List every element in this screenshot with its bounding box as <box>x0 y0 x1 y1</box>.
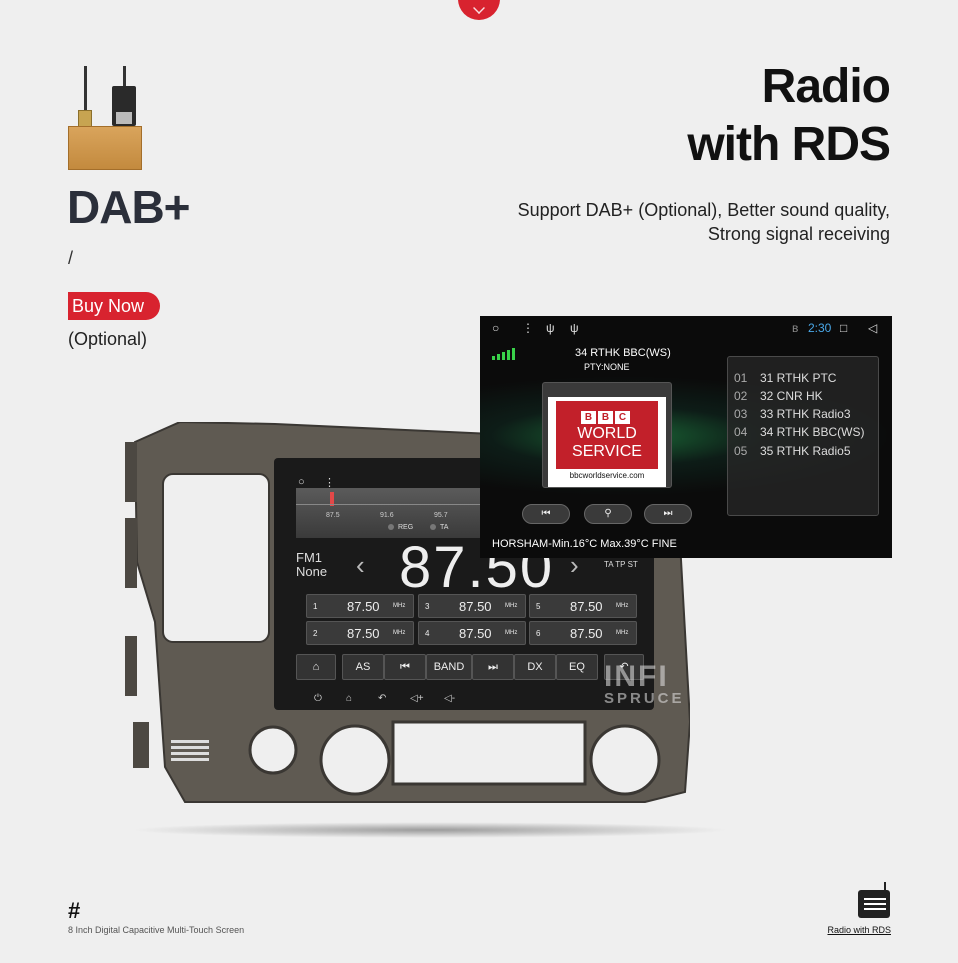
feature-desc-line1: Support DAB+ (Optional), Better sound qu… <box>517 200 890 220</box>
dx-button[interactable]: DX <box>514 654 556 680</box>
head-unit-screen: ○ ⋮ 87.5 91.6 95.7 REG TA FM1 None ‹ 87.… <box>274 458 654 710</box>
feature-title-line2: with RDS <box>687 118 891 171</box>
control-bar: ⌂ AS ⏮ BAND ⏭ DX EQ ↶ <box>296 654 646 680</box>
rds-radio-panel: ○ ⋮ ψ ψ ʙ 2:30 □ ◁ 34 RTHK BBC(WS) PTY:N… <box>480 316 892 558</box>
optional-label: (Optional) <box>68 329 148 349</box>
menu-dots-icon: ⋮ <box>324 477 335 489</box>
back-button[interactable]: ↶ <box>604 654 644 680</box>
dab-title: DAB+ <box>67 181 191 233</box>
tuner-tick: 91.6 <box>380 512 394 519</box>
screen-nav-bar: ⏻ ⌂ ↶ ◁+ ◁- <box>274 690 654 710</box>
recent-apps-icon[interactable]: □ <box>840 321 848 335</box>
usb-icon: ψ <box>546 321 555 335</box>
volume-down-icon[interactable]: ◁- <box>444 693 456 704</box>
rds-prev-button[interactable]: ⏮ <box>522 504 570 524</box>
ta-option[interactable]: TA <box>430 524 448 531</box>
feature-title: Radio with RDS <box>687 58 891 174</box>
menu-dots-icon: ⋮ <box>522 321 534 335</box>
pty-label: PTY:NONE <box>584 362 630 372</box>
rds-search-button[interactable]: ⚲ <box>584 504 632 524</box>
home-icon[interactable]: ⌂ <box>346 693 353 704</box>
band-label: FM1 <box>296 550 322 565</box>
home-button[interactable]: ⌂ <box>296 654 336 680</box>
brand-watermark: INFI SPRUCE <box>604 660 685 707</box>
usb-icon: ψ <box>570 321 579 335</box>
screen-status-bar: ○ ⋮ <box>274 458 654 489</box>
floor-shadow <box>130 822 730 838</box>
signal-strength-icon <box>492 348 516 360</box>
eq-button[interactable]: EQ <box>556 654 598 680</box>
feature-desc-line2: Strong signal receiving <box>707 224 890 244</box>
dab-module-image <box>68 66 142 172</box>
circle-icon: ○ <box>298 476 305 488</box>
rds-status-bar: ○ ⋮ ψ ψ ʙ 2:30 □ ◁ <box>480 316 892 342</box>
power-icon[interactable]: ⏻ <box>314 693 322 704</box>
separator-text: / <box>68 248 74 268</box>
rds-flags: TA TP ST <box>604 560 638 569</box>
as-button[interactable]: AS <box>342 654 384 680</box>
feature-title-line1: Radio <box>761 60 891 113</box>
tuner-tick: 87.5 <box>326 512 340 519</box>
tune-down-arrow-icon[interactable]: ‹ <box>356 550 365 580</box>
hash-mark: # <box>68 898 81 923</box>
circle-icon: ○ <box>492 321 500 335</box>
reg-option[interactable]: REG <box>388 524 413 531</box>
prev-button[interactable]: ⏮ <box>384 654 426 680</box>
screen-caption: 8 Inch Digital Capacitive Multi-Touch Sc… <box>68 925 245 935</box>
chevron-down-icon <box>473 2 485 14</box>
next-button[interactable]: ⏭ <box>472 654 514 680</box>
status-clock: 2:30 <box>808 321 832 335</box>
logo-url: bbcworldservice.com <box>569 471 645 480</box>
tuner-needle[interactable] <box>330 492 334 506</box>
bluetooth-icon: ʙ <box>792 321 799 335</box>
buy-now-button[interactable]: Buy Now <box>68 292 160 320</box>
tune-up-arrow-icon[interactable]: › <box>570 550 579 580</box>
band-button[interactable]: BAND <box>426 654 472 680</box>
top-badge[interactable] <box>458 0 500 20</box>
feature-description: Support DAB+ (Optional), Better sound qu… <box>518 198 890 246</box>
back-icon[interactable]: ↶ <box>378 693 387 704</box>
station-name: 34 RTHK BBC(WS) <box>575 347 671 359</box>
radio-icon[interactable] <box>857 882 891 920</box>
tuner-tick: 95.7 <box>434 512 448 519</box>
back-triangle-icon[interactable]: ◁ <box>868 321 878 335</box>
volume-up-icon[interactable]: ◁+ <box>410 693 424 704</box>
radio-with-rds-link[interactable]: Radio with RDS <box>827 925 891 935</box>
band-indicator: FM1 None <box>296 551 327 579</box>
rds-next-button[interactable]: ⏭ <box>644 504 692 524</box>
band-sub-label: None <box>296 564 328 579</box>
rds-radiotext: HORSHAM-Min.16°C Max.39°C FINE <box>492 538 677 550</box>
